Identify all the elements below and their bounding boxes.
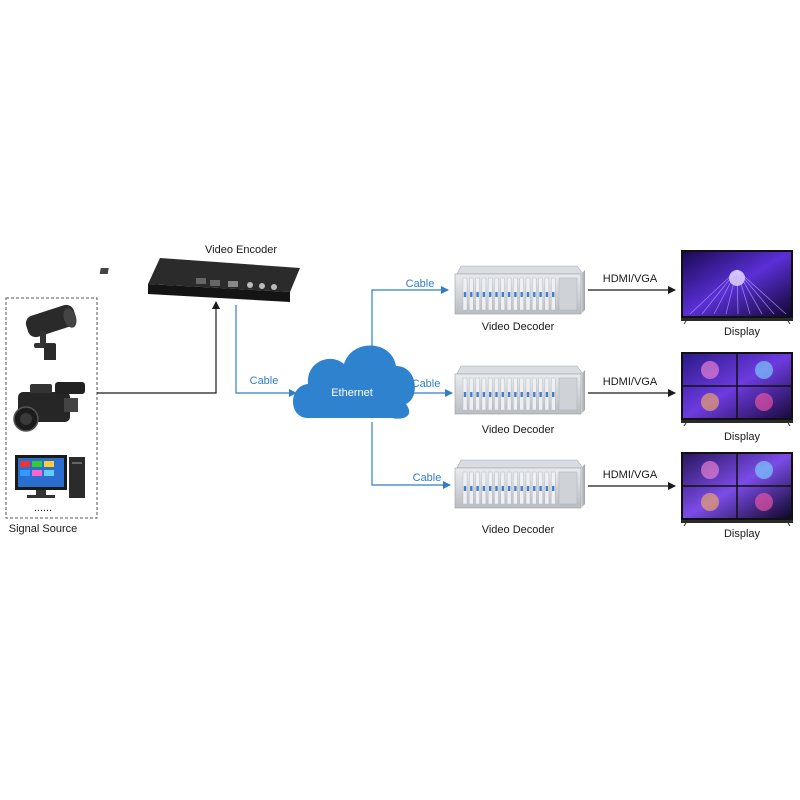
signal-source-frame <box>5 297 98 519</box>
display-label-3: Display <box>724 528 761 540</box>
display-icon <box>681 250 793 325</box>
display-outputs: HDMI/VGADisplayHDMI/VGADisplayHDMI/VGADi… <box>588 250 793 540</box>
hdmi-vga-label-2: HDMI/VGA <box>603 376 658 388</box>
encoder-label: Video Encoder <box>205 244 277 256</box>
cable-label-decoder-1: Cable <box>406 278 435 290</box>
decoder-label-2: Video Decoder <box>482 424 555 436</box>
display-output-2: HDMI/VGA Display <box>588 352 793 443</box>
decoder-label-3: Video Decoder <box>482 524 555 536</box>
video-encoder-device <box>99 258 300 302</box>
signal-source-ellipsis: ...... <box>34 502 52 514</box>
cloud-to-decoder-3-cable <box>371 422 451 489</box>
source-to-encoder-connector <box>97 301 220 394</box>
display-output-3: HDMI/VGA Display <box>588 452 793 540</box>
display-label-1: Display <box>724 326 761 338</box>
signal-source-label: Signal Source <box>9 523 78 535</box>
decoder-label-1: Video Decoder <box>482 321 555 333</box>
ethernet-label: Ethernet <box>331 387 373 399</box>
signal-source-group: ...... Signal Source <box>5 297 98 535</box>
video-camera-icon <box>13 382 85 432</box>
cloud-to-decoder-1-cable <box>371 286 449 354</box>
desktop-computer-icon <box>15 455 85 498</box>
display-icon <box>681 352 793 427</box>
decoder-rack-3: Video Decoder <box>454 459 585 536</box>
cable-label-decoder-3: Cable <box>413 472 442 484</box>
encoder-to-cloud-cable <box>235 305 297 397</box>
display-label-2: Display <box>724 431 761 443</box>
hdmi-vga-label-3: HDMI/VGA <box>603 469 658 481</box>
decoder-rack-1: Video Decoder <box>454 265 585 333</box>
cable-label-encoder: Cable <box>250 375 279 387</box>
decoder-rack-2: Video Decoder <box>454 365 585 436</box>
cable-label-decoder-2: Cable <box>412 378 441 390</box>
display-icon <box>681 452 793 527</box>
display-output-1: HDMI/VGA Display <box>588 250 793 338</box>
ethernet-cloud: Ethernet <box>293 345 415 419</box>
security-camera-icon <box>25 304 77 360</box>
hdmi-vga-label-1: HDMI/VGA <box>603 273 658 285</box>
